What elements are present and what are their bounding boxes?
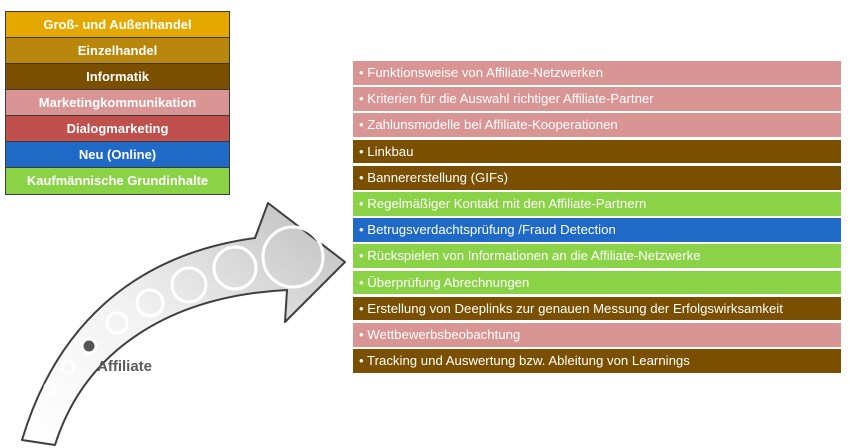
curved-arrow-graphic [21,202,346,446]
progress-circle [170,266,208,304]
progress-circle [105,311,129,335]
task-row: • Rückspielen von Informationen an die A… [353,244,841,269]
progress-circle-current [80,337,98,355]
task-row: • Betrugsverdachtsprüfung /Fraud Detecti… [353,218,841,242]
task-list: • Funktionsweise von Affiliate-Netzwerke… [353,61,841,375]
task-row: • Überprüfung Abrechnungen [353,270,841,295]
task-row: • Funktionsweise von Affiliate-Netzwerke… [353,61,841,85]
task-row: • Linkbau [353,139,841,164]
legend-item-marketingkommunikation: Marketingkommunikation [6,90,229,116]
progress-circle [43,381,57,395]
progress-circle [135,288,165,318]
affiliate-label: Affiliate [97,358,153,375]
task-row: • Zahlunsmodelle bei Affiliate-Kooperati… [353,113,841,138]
task-row: • Bannererstellung (GIFs) [353,165,841,190]
task-row: • Erstellung von Deeplinks zur genauen M… [353,296,841,321]
legend-item-einzelhandel: Einzelhandel [6,38,229,64]
legend-item-informatik: Informatik [6,64,229,90]
color-legend: Groß- und Außenhandel Einzelhandel Infor… [5,11,230,195]
progress-circle [212,245,258,291]
arrow-body [21,202,346,446]
legend-item-neu-online: Neu (Online) [6,142,229,168]
progress-circle [261,225,325,289]
task-row: • Regelmäßiger Kontakt mit den Affiliate… [353,191,841,216]
legend-item-gross-aussenhandel: Groß- und Außenhandel [6,12,229,38]
task-row: • Wettbewerbsbeobachtung [353,322,841,347]
legend-item-kaufmaennische-grundinhalte: Kaufmännische Grundinhalte [6,168,229,194]
progress-circle [60,359,76,375]
task-row: • Kriterien für die Auswahl richtiger Af… [353,87,841,111]
task-row: • Tracking und Auswertung bzw. Ableitung… [353,349,841,373]
legend-item-dialogmarketing: Dialogmarketing [6,116,229,142]
